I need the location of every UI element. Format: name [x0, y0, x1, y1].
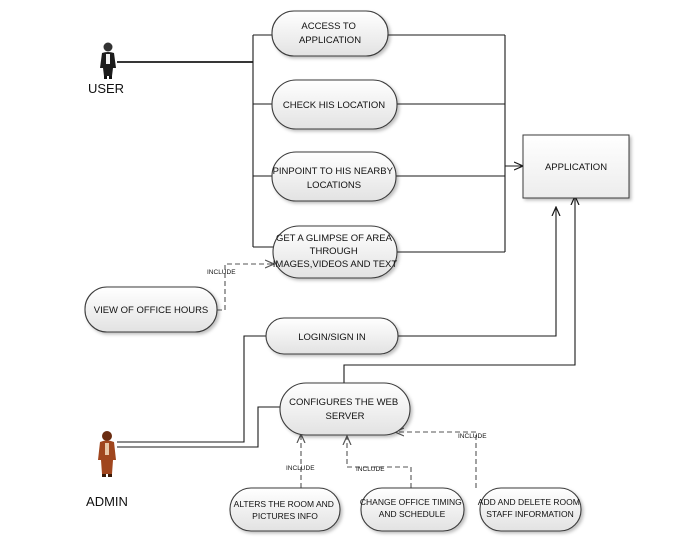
admin-to-configure — [117, 406, 280, 448]
user-actor-label: USER — [88, 81, 124, 96]
usecase-office-hours[interactable]: VIEW OF OFFICE HOURS — [84, 286, 218, 333]
usecase-alters-label: ALTERS THE ROOM AND PICTURES INFO — [234, 499, 337, 521]
usecase-alters[interactable]: ALTERS THE ROOM AND PICTURES INFO — [229, 487, 341, 532]
usecase-access[interactable]: ACCESS TO APPLICATION — [271, 10, 389, 57]
user-actor-icon[interactable] — [100, 42, 116, 80]
usecase-pinpoint-label: PINPOINT TO HIS NEARBY LOCATIONS — [273, 166, 396, 191]
include-alters-label: INCLUDE — [286, 465, 315, 472]
configure-to-application — [343, 196, 575, 383]
include-relations: INCLUDE INCLUDE INCLUDE INCLUDE — [207, 264, 487, 488]
usecase-staff[interactable]: ADD AND DELETE ROOM STAFF INFORMATION — [478, 487, 582, 532]
usecase-location-label: CHECK HIS LOCATION — [283, 100, 385, 111]
application-box[interactable]: APPLICATION — [522, 134, 630, 199]
usecase-timing[interactable]: CHANGE OFFICE TIMING AND SCHEDULE — [360, 487, 465, 532]
user-connectors — [117, 34, 523, 253]
include-timing-label: INCLUDE — [356, 466, 385, 473]
admin-connectors — [117, 196, 575, 448]
admin-to-login — [117, 335, 266, 443]
usecase-glimpse[interactable]: GET A GLIMPSE OF AREA THROUGH IMAGES,VID… — [272, 225, 398, 279]
usecase-login[interactable]: LOGIN/SIGN IN — [265, 317, 399, 355]
usecase-pinpoint[interactable]: PINPOINT TO HIS NEARBY LOCATIONS — [271, 151, 397, 202]
include-timing-line — [347, 436, 412, 488]
include-office-hours-line — [217, 264, 274, 311]
usecase-configure-label: CONFIGURES THE WEB SERVER — [289, 397, 401, 422]
include-staff-label: INCLUDE — [458, 433, 487, 440]
usecase-staff-label: ADD AND DELETE ROOM STAFF INFORMATION — [478, 497, 582, 519]
include-office-hours-label: INCLUDE — [207, 269, 236, 276]
include-staff-line — [395, 432, 477, 488]
admin-actor-icon[interactable] — [98, 431, 116, 477]
admin-actor-label: ADMIN — [86, 494, 128, 509]
usecase-configure[interactable]: CONFIGURES THE WEB SERVER — [279, 382, 411, 436]
usecase-office-hours-label: VIEW OF OFFICE HOURS — [94, 305, 209, 316]
login-to-application — [398, 207, 556, 337]
usecase-location[interactable]: CHECK HIS LOCATION — [271, 79, 398, 130]
usecase-glimpse-label: GET A GLIMPSE OF AREA THROUGH IMAGES,VID… — [273, 233, 398, 270]
usecase-access-label: ACCESS TO APPLICATION — [299, 21, 361, 46]
usecase-login-label: LOGIN/SIGN IN — [298, 332, 366, 343]
usecase-timing-label: CHANGE OFFICE TIMING AND SCHEDULE — [360, 497, 464, 519]
application-label: APPLICATION — [545, 162, 607, 173]
